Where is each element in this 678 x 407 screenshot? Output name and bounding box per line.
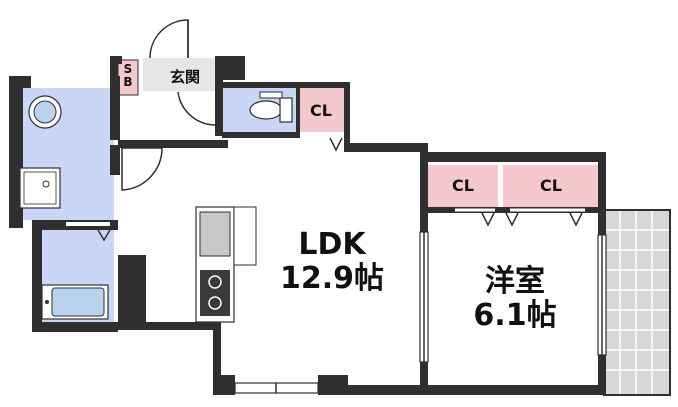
ldk-label: LDK 12.9帖 bbox=[262, 228, 402, 296]
entrance-door bbox=[149, 19, 189, 59]
shoe-box-label-line1: S bbox=[123, 62, 133, 76]
bathtub-icon bbox=[41, 284, 109, 320]
washing-machine-pan-icon bbox=[19, 167, 61, 209]
washbasin-icon bbox=[28, 95, 62, 129]
shoe-box-label: S B bbox=[118, 63, 138, 89]
toilet-icon bbox=[249, 91, 293, 123]
closet-label-2: CL bbox=[452, 176, 474, 195]
closet-door-mark-4 bbox=[569, 212, 583, 227]
ldk-size: 12.9帖 bbox=[279, 261, 385, 296]
ldk-name: LDK bbox=[298, 227, 366, 262]
western-room-name: 洋室 bbox=[485, 264, 545, 299]
closet-label-3: CL bbox=[540, 176, 562, 195]
ldk-door bbox=[121, 147, 163, 191]
closet-door-mark-1 bbox=[329, 137, 343, 152]
western-room-windows bbox=[419, 231, 607, 363]
washroom-door bbox=[66, 222, 111, 242]
closet-toilet-side bbox=[298, 88, 344, 132]
shoe-box-label-line2: B bbox=[123, 75, 133, 89]
closet-western-1 bbox=[428, 165, 498, 207]
ldk-bottom-window bbox=[234, 382, 319, 394]
balcony bbox=[603, 209, 671, 396]
entrance-label: 玄関 bbox=[169, 68, 200, 86]
entrance-floor bbox=[143, 58, 215, 91]
closet-door-mark-3 bbox=[505, 212, 519, 227]
kitchen-bottom-wall bbox=[146, 322, 221, 330]
closet-door-mark-2 bbox=[481, 212, 495, 227]
western-room-size: 6.1帖 bbox=[473, 298, 557, 333]
closet-western-2 bbox=[503, 165, 599, 207]
western-room-label: 洋室 6.1帖 bbox=[440, 265, 590, 333]
closet-label-1: CL bbox=[310, 101, 332, 120]
entrance-inner-door bbox=[177, 88, 217, 126]
